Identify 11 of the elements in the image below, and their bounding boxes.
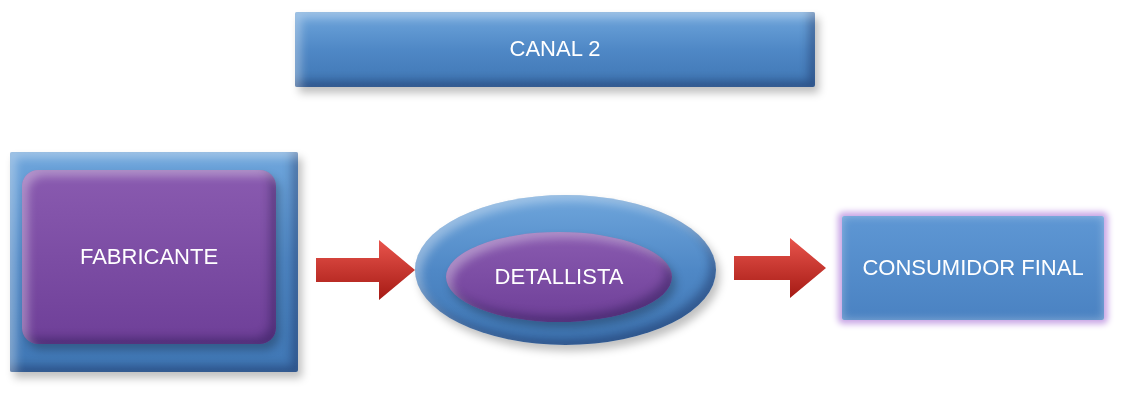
node-label: CONSUMIDOR FINAL	[861, 253, 1085, 282]
process-box	[842, 216, 1104, 320]
block-arrow	[734, 238, 826, 298]
process-box	[446, 232, 672, 322]
process-box	[22, 170, 276, 344]
node-label: FABRICANTE	[78, 242, 220, 271]
banner-box	[295, 12, 815, 87]
node-label: CANAL 2	[508, 35, 602, 64]
node-label: DETALLISTA	[493, 262, 625, 291]
block-arrow	[316, 240, 415, 300]
bevel-box	[10, 152, 298, 372]
